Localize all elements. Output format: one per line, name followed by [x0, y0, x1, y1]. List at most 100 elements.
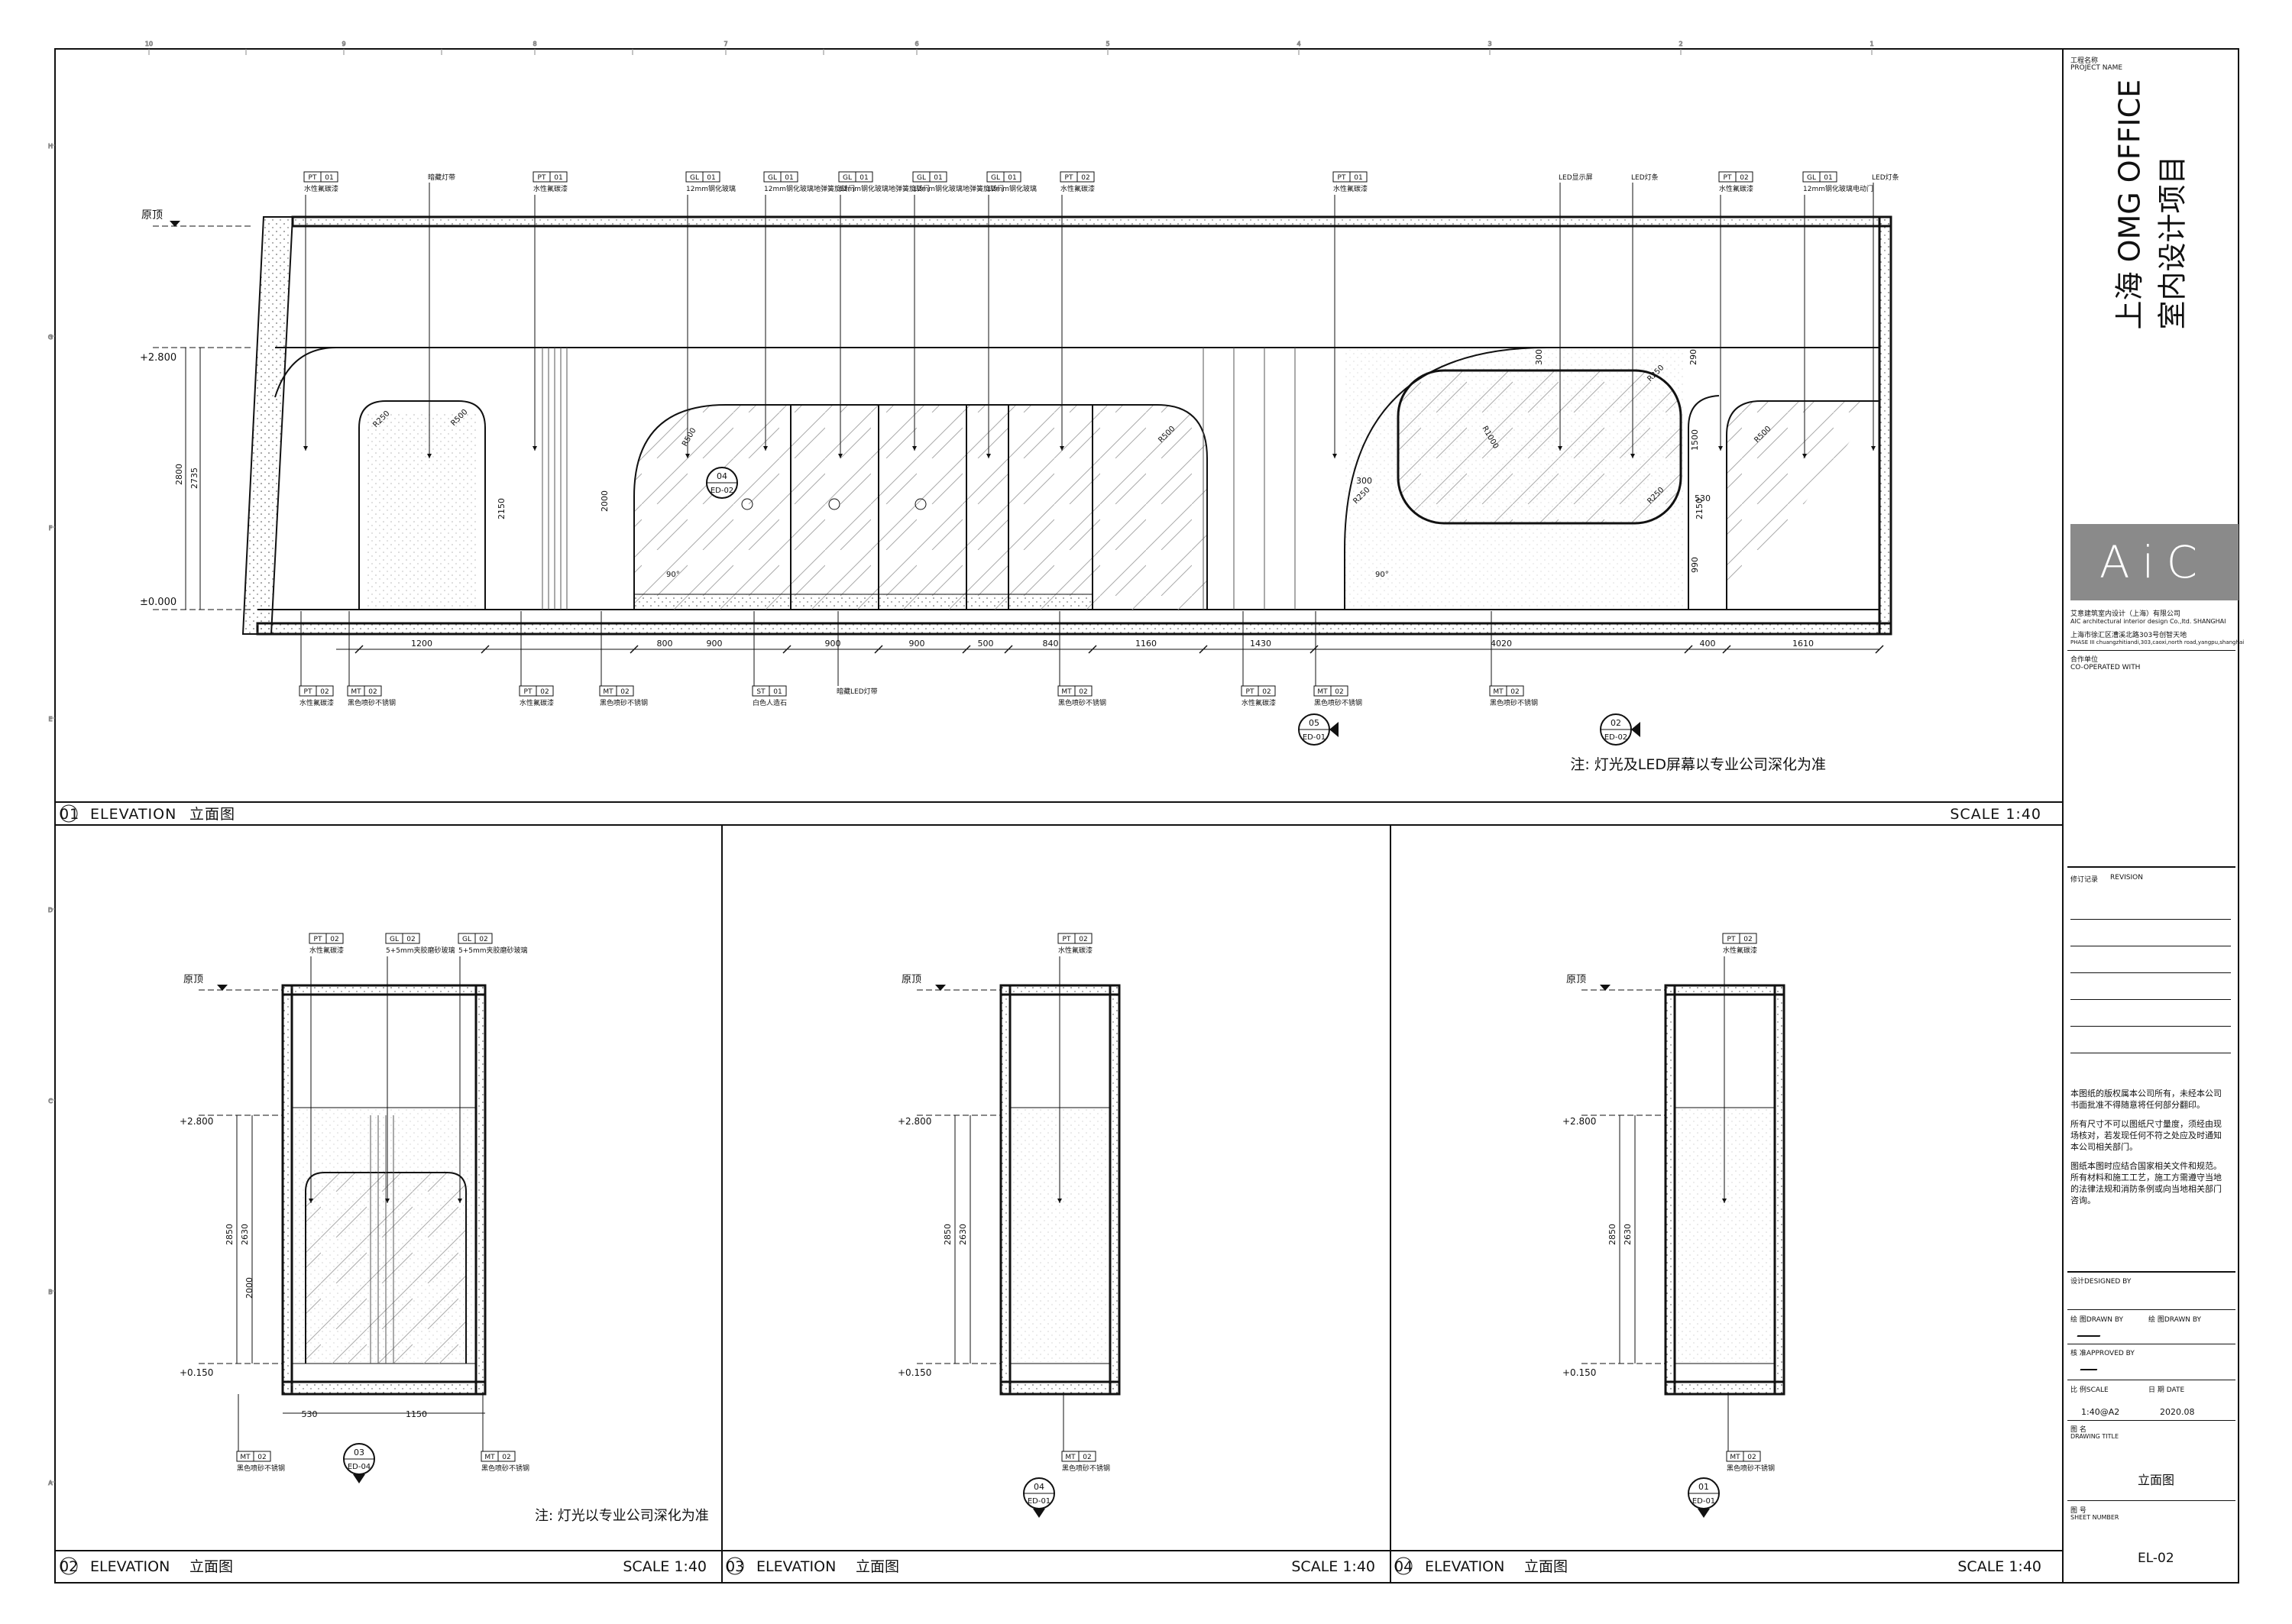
dim-tick: [1199, 645, 1208, 654]
dim-text: 900: [825, 639, 841, 649]
elevation-panel-02: 注: 灯光以专业公司深化为准11505302000原顶+2.800+0.1502…: [60, 933, 709, 1575]
sheet-number-label: 图 号: [2070, 1507, 2086, 1515]
dim-tick: [1875, 645, 1884, 654]
material-tag: LED显示屏: [1558, 173, 1593, 451]
dim-tick: [782, 645, 792, 654]
tag-desc: LED灯条: [1872, 173, 1899, 182]
angle-label: 90°: [666, 571, 680, 579]
dim-tick: [1722, 645, 1731, 654]
tag-desc: 水性氟碳漆: [520, 698, 554, 707]
section-num: 03: [354, 1448, 364, 1457]
note-panel: 注: 灯光以专业公司深化为准: [535, 1508, 709, 1524]
company-en: AIC architectural interior design Co.,lt…: [2070, 618, 2226, 625]
tag-code: MT: [1493, 688, 1504, 696]
dim-tick: [874, 645, 883, 654]
tag-code: PT: [1727, 936, 1736, 943]
tag-code: GL: [991, 174, 1000, 182]
level-floor-text: +0.150: [898, 1367, 931, 1378]
sheet-number: EL-02: [2138, 1551, 2174, 1566]
material-tag: MT 02 黑色喷砂不锈钢: [481, 1451, 529, 1473]
level-floor-text: +0.150: [1562, 1367, 1596, 1378]
project-name-line2: 室内设计项目: [2155, 155, 2190, 330]
tag-num: 02: [1510, 688, 1519, 696]
svg-text:SCALE 1:40: SCALE 1:40: [1950, 806, 2041, 823]
tag-code: PT: [524, 688, 533, 696]
dim-v-2800: 2800: [174, 464, 184, 485]
dim-text: 900: [707, 639, 723, 649]
designed-by-label: 设计DESIGNED BY: [2070, 1278, 2132, 1286]
level-ceiling-text: +2.800: [1562, 1116, 1596, 1127]
tag-num: 02: [320, 688, 329, 696]
dim-tick: [1004, 645, 1013, 654]
grid-label: H: [48, 143, 53, 150]
section-mark-05[interactable]: 05 ED-01: [1298, 713, 1339, 746]
tag-code: MT: [484, 1454, 495, 1461]
tag-code: GL: [1807, 174, 1816, 182]
dim-text: 900: [909, 639, 925, 649]
tag-desc: 白色人造石: [753, 698, 787, 707]
section-mark-02[interactable]: 02 ED-02: [1600, 713, 1640, 746]
dim-530: 530: [1695, 493, 1711, 503]
tag-desc: LED显示屏: [1559, 173, 1593, 182]
grid-label: F: [49, 525, 53, 532]
grid-label: G: [48, 334, 53, 341]
project-label: 工程名称: [2070, 57, 2099, 65]
date-value: 2020.08: [2160, 1407, 2195, 1417]
grid-label: C: [48, 1098, 53, 1105]
grid-label: 10: [145, 40, 153, 47]
level-top-text: 原顶: [1566, 974, 1586, 985]
tag-desc: 12mm钢化玻璃电动门: [1803, 184, 1873, 193]
svg-text:ED-02: ED-02: [1604, 733, 1627, 742]
dim-text: 4020: [1491, 639, 1512, 649]
dim-text: 1160: [1135, 639, 1157, 649]
project-name-line1: 上海 OMG OFFICE: [2112, 79, 2147, 330]
dim-text: 2850: [1607, 1224, 1617, 1245]
section-ref: ED-01: [1028, 1497, 1050, 1506]
tag-code: PT: [538, 174, 546, 182]
svg-text:05: 05: [1309, 718, 1319, 728]
material-tag: LED灯条: [1871, 173, 1899, 451]
signature-2: [2080, 1364, 2099, 1370]
grid-label: A: [48, 1480, 53, 1487]
section-mark-04[interactable]: 04 ED-02: [706, 467, 738, 499]
tag-num: 02: [1083, 1454, 1091, 1461]
tag-desc: 暗藏LED灯带: [837, 687, 878, 696]
caption-01: 01 ELEVATION 立面图 SCALE 1:40: [60, 804, 2041, 823]
dim-text: 2850: [943, 1224, 953, 1245]
caption-number: 04: [1394, 1558, 1413, 1575]
company-address: 上海市徐汇区漕溪北路303号创智天地: [2070, 632, 2187, 639]
caption-title: ELEVATION: [1425, 1558, 1504, 1575]
drawing-title: 立面图: [2138, 1473, 2175, 1487]
revision-table: [2070, 893, 2231, 1076]
tag-num: 02: [368, 688, 377, 696]
grid-label: E: [48, 716, 52, 723]
dim-text: 2850: [225, 1224, 235, 1245]
tag-code: GL: [690, 174, 699, 182]
tag-desc: 12mm钢化玻璃: [686, 184, 736, 193]
tag-code: ST: [756, 688, 766, 696]
dim-text: 500: [978, 639, 994, 649]
tag-desc: 黑色喷砂不锈钢: [481, 1464, 529, 1473]
tag-code: PT: [1065, 174, 1073, 182]
dim-v-290: 290: [1688, 349, 1698, 365]
tag-code: MT: [240, 1454, 251, 1461]
tag-num: 02: [502, 1454, 510, 1461]
tag-desc: 黑色喷砂不锈钢: [348, 698, 396, 707]
level-ceiling-text: +2.800: [180, 1116, 213, 1127]
grid-label: D: [48, 907, 53, 914]
dim-text: 840: [1043, 639, 1059, 649]
dim-text: 2630: [240, 1224, 250, 1245]
sheet-frame: [54, 48, 2239, 1584]
dim-v-2000: 2000: [600, 490, 610, 512]
